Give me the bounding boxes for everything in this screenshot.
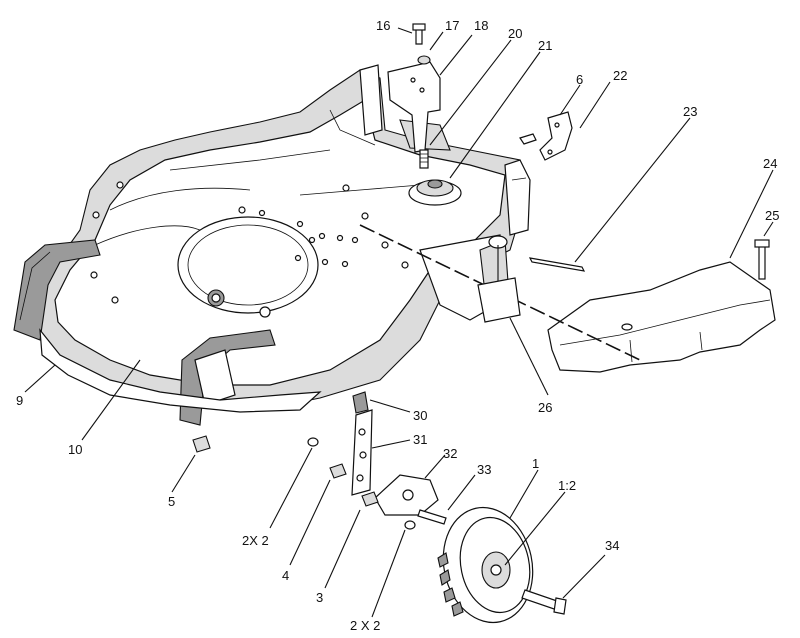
axle-plate xyxy=(477,277,521,323)
callout-1: 1 xyxy=(532,456,539,471)
callout-32: 32 xyxy=(443,446,457,461)
rear-cover xyxy=(547,239,776,373)
callout-9: 9 xyxy=(16,393,23,408)
deck-fasteners xyxy=(90,181,409,318)
callout-16: 16 xyxy=(376,18,390,33)
callout-31: 31 xyxy=(413,432,427,447)
callout-6: 6 xyxy=(576,72,583,87)
callout-4: 4 xyxy=(282,568,289,583)
callout-34: 34 xyxy=(605,538,619,553)
callout-25: 25 xyxy=(765,208,779,223)
callout-10: 10 xyxy=(68,442,82,457)
rod-23 xyxy=(528,257,586,272)
callout-5: 5 xyxy=(168,494,175,509)
blade-adapter xyxy=(408,179,462,206)
handle-bracket xyxy=(387,23,441,169)
callout-2x2-left: 2X 2 xyxy=(242,533,269,548)
callout-labels: 16 17 18 20 21 6 22 23 24 25 26 9 10 5 3… xyxy=(16,18,779,633)
front-wheel-assembly xyxy=(192,391,567,624)
callout-3: 3 xyxy=(316,590,323,605)
callout-17: 17 xyxy=(445,18,459,33)
callout-1-2: 1:2 xyxy=(558,478,576,493)
leader-lines xyxy=(24,27,774,618)
callout-22: 22 xyxy=(613,68,627,83)
callout-26: 26 xyxy=(538,400,552,415)
callout-30: 30 xyxy=(413,408,427,423)
callout-21: 21 xyxy=(538,38,552,53)
callout-2x2-right: 2 X 2 xyxy=(350,618,380,633)
callout-23: 23 xyxy=(683,104,697,119)
callout-20: 20 xyxy=(508,26,522,41)
callout-33: 33 xyxy=(477,462,491,477)
bracket-22 xyxy=(519,111,573,161)
callout-24: 24 xyxy=(763,156,777,171)
callout-18: 18 xyxy=(474,18,488,33)
mower-deck xyxy=(13,64,531,426)
